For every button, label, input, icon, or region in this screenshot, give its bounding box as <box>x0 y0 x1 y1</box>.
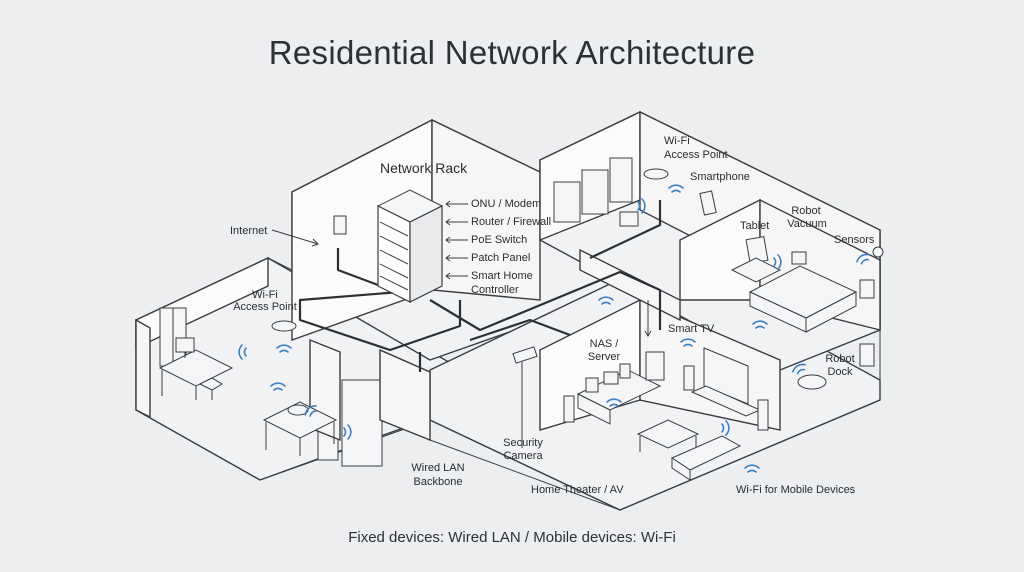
rack-heading: Network Rack <box>380 160 468 176</box>
label-smartphone: Smartphone <box>690 171 750 183</box>
rack-component-controller: Controller <box>471 284 519 296</box>
label-security-camera-line2: Camera <box>503 450 543 462</box>
label-wired-lan-line1: Wired LAN <box>411 462 465 474</box>
label-nas-line1: NAS / <box>589 338 619 350</box>
label-robot-vacuum-line1: Robot <box>791 205 821 217</box>
rack-component-poe: PoE Switch <box>471 234 528 246</box>
office-desk <box>158 337 234 400</box>
smartphone-icon <box>699 190 717 216</box>
label-security-camera-line1: Security <box>503 437 543 449</box>
label-internet: Internet <box>230 225 268 237</box>
rack-component-router: Router / Firewall <box>471 216 552 228</box>
robot-dock-icon <box>859 343 875 367</box>
label-wired-lan-line2: Backbone <box>413 476 463 488</box>
label-ap-right-line2: Access Point <box>664 149 728 161</box>
label-robot-vacuum-line2: Vacuum <box>787 218 827 230</box>
rack-component-arrows <box>271 200 652 337</box>
label-nas-line2: Server <box>587 351 621 363</box>
label-robot-dock-line2: Dock <box>827 366 853 378</box>
label-robot-dock-line1: Robot <box>825 353 855 365</box>
onu-wall-box-icon <box>333 215 347 235</box>
study-desk <box>262 401 338 456</box>
network-rack <box>376 189 444 303</box>
wired-lan-backbone-cables <box>298 200 662 372</box>
living-furniture <box>636 419 742 481</box>
label-sensors: Sensors <box>834 234 875 246</box>
label-home-theater: Home Theater / AV <box>531 484 624 496</box>
rack-component-onu: ONU / Modem <box>471 198 542 210</box>
label-wifi-mobile: Wi-Fi for Mobile Devices <box>736 484 856 496</box>
access-point-left-icon <box>271 320 297 332</box>
nas-server-icon <box>645 351 665 381</box>
wall-office-back <box>135 318 151 419</box>
access-point-right-icon <box>643 168 669 180</box>
label-ap-left-line1: Wi-Fi <box>252 289 278 301</box>
smart-display-icon <box>619 211 639 227</box>
rack-component-smarthome: Smart Home <box>471 270 533 282</box>
rack-component-patch: Patch Panel <box>471 252 531 264</box>
diagram-caption: Fixed devices: Wired LAN / Mobile device… <box>348 529 676 546</box>
label-ap-right-line1: Wi-Fi <box>664 135 690 147</box>
bedroom-furniture <box>730 251 875 333</box>
security-camera-icon <box>512 346 538 448</box>
label-smart-tv: Smart TV <box>668 323 715 335</box>
smart-tv-icon <box>683 347 769 431</box>
wifi-signal-icons <box>238 184 870 473</box>
home-theater-set <box>563 363 662 425</box>
sensor-icon <box>872 246 884 258</box>
robot-vacuum-icon <box>797 374 827 390</box>
windows <box>159 157 633 467</box>
label-tablet: Tablet <box>740 220 770 232</box>
label-ap-left-line2: Access Point <box>233 301 297 313</box>
diagram-title: Residential Network Architecture <box>268 34 756 71</box>
